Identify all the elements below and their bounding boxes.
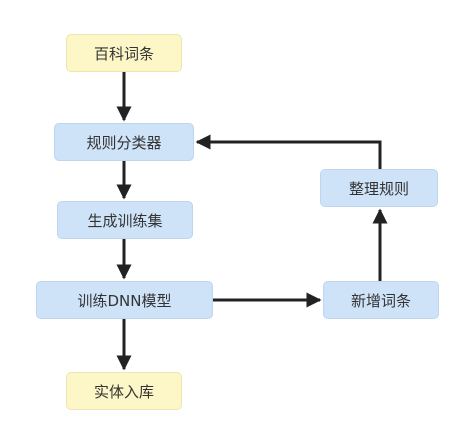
node-entity-storage: 实体入库: [66, 372, 182, 410]
node-organize-rules: 整理规则: [320, 169, 438, 207]
node-rule-classifier: 规则分类器: [54, 123, 194, 161]
arrow-rules-to-classifier: [195, 134, 382, 169]
node-baike-entries: 百科词条: [66, 34, 182, 72]
node-new-entries: 新增词条: [323, 281, 439, 319]
node-train-dnn-model: 训练DNN模型: [36, 281, 213, 319]
node-generate-training-set: 生成训练集: [57, 201, 193, 239]
